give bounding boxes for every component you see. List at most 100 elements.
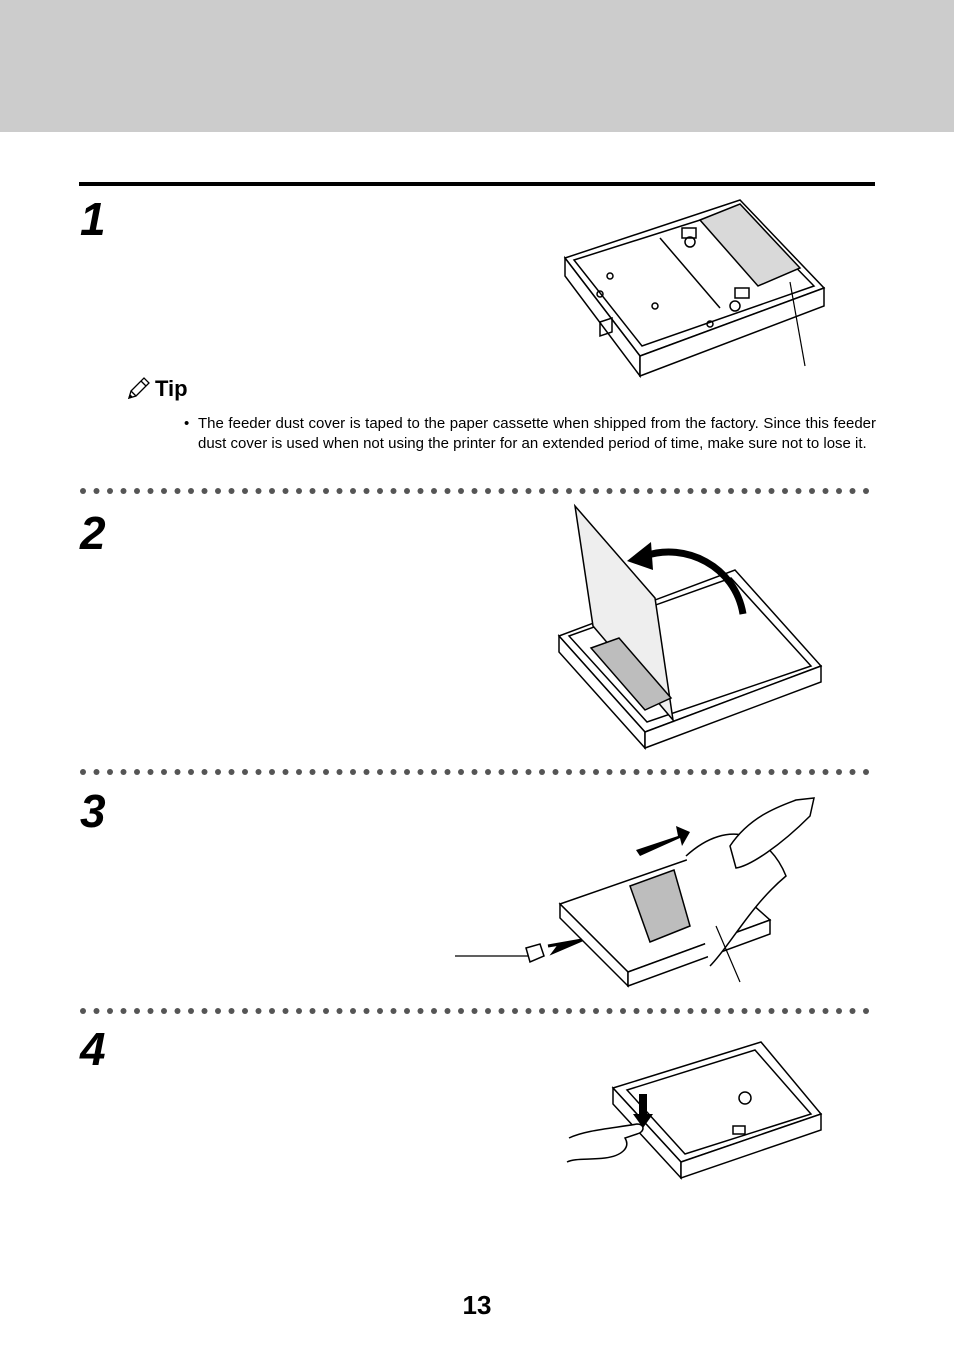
divider-dot bbox=[215, 769, 221, 775]
divider-dot bbox=[215, 488, 221, 494]
divider-dot bbox=[93, 488, 100, 494]
cassette-illustration-2 bbox=[557, 503, 823, 750]
divider-dot bbox=[309, 488, 316, 494]
divider-dot bbox=[809, 769, 815, 775]
divider-dot bbox=[674, 1008, 680, 1014]
divider-dot bbox=[579, 488, 586, 494]
divider-dot bbox=[134, 488, 140, 494]
divider-dot bbox=[215, 1008, 221, 1014]
step-number-4: 4 bbox=[80, 1023, 106, 1075]
divider-dot bbox=[377, 769, 383, 775]
divider-dot bbox=[161, 1008, 167, 1014]
divider-dot bbox=[512, 1008, 518, 1014]
divider-dot bbox=[633, 1008, 640, 1014]
divider-dot bbox=[309, 1008, 316, 1014]
divider-dot bbox=[431, 769, 437, 775]
divider-dot bbox=[201, 769, 208, 775]
divider-dot bbox=[755, 769, 761, 775]
divider-dot bbox=[188, 769, 194, 775]
divider-dot bbox=[822, 769, 829, 775]
divider-dot bbox=[606, 488, 613, 494]
divider-dot bbox=[120, 488, 127, 494]
divider-dot bbox=[444, 1008, 451, 1014]
divider-dot bbox=[674, 488, 680, 494]
divider-dot bbox=[309, 769, 316, 775]
divider-dot bbox=[93, 769, 100, 775]
divider-dot bbox=[431, 488, 437, 494]
divider-dot bbox=[134, 769, 140, 775]
divider-dot bbox=[471, 1008, 478, 1014]
divider-dot bbox=[620, 1008, 626, 1014]
divider-dot bbox=[782, 1008, 788, 1014]
divider-dot bbox=[323, 769, 329, 775]
divider-dot bbox=[539, 488, 545, 494]
tip-paragraph: • The feeder dust cover is taped to the … bbox=[184, 414, 876, 454]
page-number: 13 bbox=[462, 1290, 492, 1320]
divider-dot bbox=[350, 769, 356, 775]
divider-dot bbox=[566, 1008, 572, 1014]
dotted-divider-2 bbox=[80, 769, 869, 775]
divider-dot bbox=[228, 1008, 235, 1014]
divider-dot bbox=[633, 488, 640, 494]
divider-dot bbox=[593, 769, 599, 775]
dotted-divider-3 bbox=[80, 1008, 869, 1014]
divider-dot bbox=[363, 1008, 370, 1014]
divider-dot bbox=[363, 769, 370, 775]
divider-dot bbox=[147, 1008, 154, 1014]
divider-dot bbox=[404, 488, 410, 494]
divider-dot bbox=[525, 488, 532, 494]
divider-dot bbox=[512, 769, 518, 775]
divider-dot bbox=[714, 488, 721, 494]
divider-dot bbox=[80, 1008, 86, 1014]
divider-dot bbox=[431, 1008, 437, 1014]
divider-dot bbox=[539, 1008, 545, 1014]
divider-dot bbox=[377, 1008, 383, 1014]
divider-dot bbox=[728, 769, 734, 775]
divider-dot bbox=[863, 488, 869, 494]
divider-dot bbox=[633, 769, 640, 775]
divider-dot bbox=[647, 769, 653, 775]
divider-dot bbox=[242, 1008, 248, 1014]
tip-heading: Tip bbox=[125, 376, 188, 402]
divider-dot bbox=[174, 488, 181, 494]
divider-dot bbox=[107, 769, 113, 775]
divider-dot bbox=[849, 488, 856, 494]
divider-dot bbox=[390, 1008, 397, 1014]
divider-dot bbox=[782, 769, 788, 775]
divider-dot bbox=[471, 769, 478, 775]
divider-dot bbox=[269, 488, 275, 494]
divider-dot bbox=[282, 488, 289, 494]
header-band bbox=[0, 0, 954, 132]
step-number-3: 3 bbox=[80, 785, 106, 837]
divider-dot bbox=[512, 488, 518, 494]
divider-dot bbox=[620, 488, 626, 494]
divider-dot bbox=[417, 488, 424, 494]
tip-bullet: • bbox=[184, 415, 190, 432]
divider-dot bbox=[863, 1008, 869, 1014]
divider-dot bbox=[647, 1008, 653, 1014]
divider-dot bbox=[458, 1008, 464, 1014]
divider-dot bbox=[728, 488, 734, 494]
divider-dot bbox=[768, 1008, 775, 1014]
divider-dot bbox=[687, 769, 694, 775]
step-number-1: 1 bbox=[80, 193, 106, 245]
divider-dot bbox=[566, 769, 572, 775]
divider-dot bbox=[768, 488, 775, 494]
divider-dot bbox=[269, 769, 275, 775]
divider-dot bbox=[701, 769, 707, 775]
divider-dot bbox=[201, 1008, 208, 1014]
divider-dot bbox=[93, 1008, 100, 1014]
divider-dot bbox=[687, 1008, 694, 1014]
divider-dot bbox=[282, 769, 289, 775]
divider-dot bbox=[755, 488, 761, 494]
divider-dot bbox=[566, 488, 572, 494]
divider-dot bbox=[701, 488, 707, 494]
divider-dot bbox=[417, 1008, 424, 1014]
divider-dot bbox=[80, 769, 86, 775]
divider-dot bbox=[836, 1008, 842, 1014]
divider-dot bbox=[458, 769, 464, 775]
divider-dot bbox=[404, 769, 410, 775]
step-number-2: 2 bbox=[80, 507, 106, 559]
divider-dot bbox=[147, 769, 154, 775]
divider-dot bbox=[444, 488, 451, 494]
